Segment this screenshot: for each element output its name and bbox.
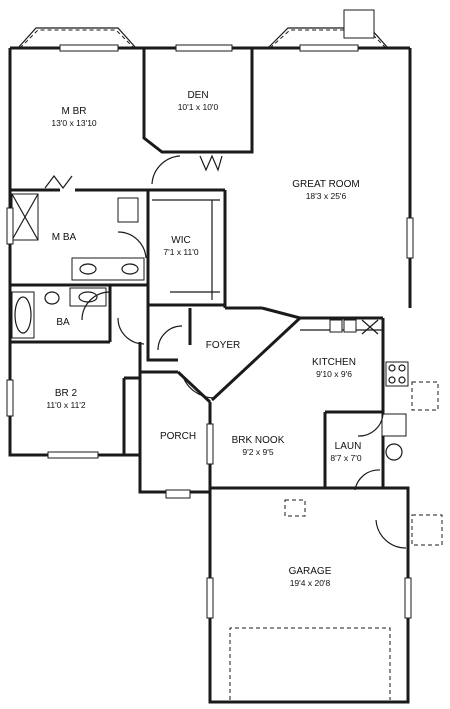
room-size-br2: 11'0 x 11'2 <box>46 400 86 410</box>
room-size-mbr: 13'0 x 13'10 <box>51 118 97 128</box>
room-name-laun: LAUN <box>335 441 362 452</box>
room-size-great-room: 18'3 x 25'6 <box>306 191 347 201</box>
room-size-garage: 19'4 x 20'8 <box>290 578 331 588</box>
room-size-kitchen: 9'10 x 9'6 <box>316 369 352 379</box>
windows <box>6 44 414 619</box>
room-name-brk-nook: BRK NOOK <box>232 435 285 446</box>
room-labels: M BR 13'0 x 13'10 DEN 10'1 x 10'0 GREAT … <box>46 90 361 588</box>
room-name-garage: GARAGE <box>289 566 332 577</box>
detail-lines <box>11 9 443 700</box>
room-name-porch: PORCH <box>160 431 196 442</box>
room-name-ba: BA <box>56 317 70 328</box>
room-name-mbr: M BR <box>62 106 87 117</box>
room-size-laun: 8'7 x 7'0 <box>330 453 361 463</box>
room-name-den: DEN <box>187 90 208 101</box>
room-size-den: 10'1 x 10'0 <box>178 102 219 112</box>
room-size-wic: 7'1 x 11'0 <box>163 247 198 257</box>
room-name-br2: BR 2 <box>55 388 78 399</box>
room-name-kitchen: KITCHEN <box>312 357 356 368</box>
room-name-wic: WIC <box>171 235 190 246</box>
door-swings <box>44 154 407 549</box>
room-size-brk-nook: 9'2 x 9'5 <box>242 447 273 457</box>
room-name-great-room: GREAT ROOM <box>292 179 359 190</box>
room-name-foyer: FOYER <box>206 340 240 351</box>
room-name-mba: M BA <box>52 232 77 243</box>
